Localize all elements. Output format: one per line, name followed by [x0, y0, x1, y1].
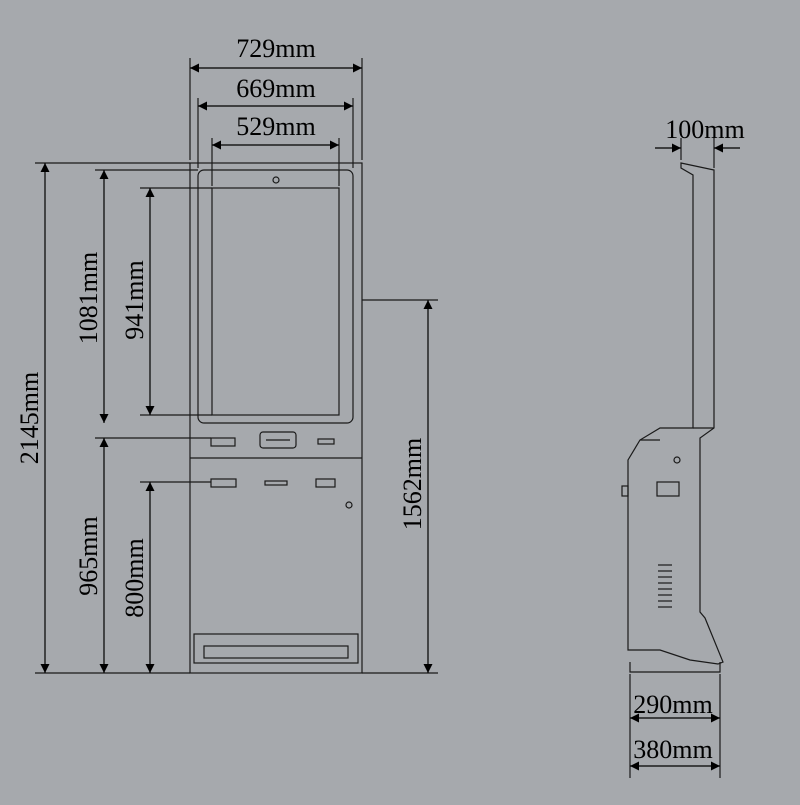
label-width-overall: 729mm [236, 34, 315, 63]
reader-slot [315, 478, 336, 488]
front-dimension-labels: 729mm 669mm 529mm 2145mm 1081mm 941mm 96… [15, 34, 427, 618]
label-width-screen: 529mm [236, 112, 315, 141]
label-height-overall: 2145mm [15, 372, 44, 464]
cabinet-outline [189, 162, 363, 674]
keypad [259, 431, 297, 449]
side-knob [621, 485, 629, 497]
label-depth-base: 290mm [633, 690, 712, 719]
bottom-drawer [193, 633, 359, 664]
coin-slot [264, 480, 288, 486]
label-height-base: 965mm [74, 516, 103, 595]
vent-grille [658, 564, 672, 608]
side-dimension-arrows [630, 143, 740, 771]
front-dimension-arrows [40, 63, 433, 673]
slot-right [317, 438, 335, 445]
label-depth-top: 100mm [665, 115, 744, 144]
screen [211, 187, 340, 416]
label-height-screen: 941mm [120, 260, 149, 339]
side-profile [627, 162, 724, 665]
base-foot [629, 662, 721, 673]
side-card-reader [656, 481, 680, 497]
side-screw-icon [673, 456, 681, 464]
label-depth-total: 380mm [633, 735, 712, 764]
camera-icon [272, 176, 280, 184]
card-slot-left [210, 437, 236, 447]
front-view [35, 58, 438, 674]
screen-bezel [197, 169, 354, 424]
label-height-mid: 1562mm [398, 438, 427, 530]
label-height-lower: 1081mm [74, 252, 103, 344]
lock-icon [345, 501, 353, 509]
side-view [621, 138, 724, 778]
label-height-counter: 800mm [120, 538, 149, 617]
receipt-slot [210, 478, 237, 488]
drawer-slot [203, 645, 349, 659]
side-dimension-labels: 100mm 290mm 380mm [633, 115, 744, 764]
label-width-body: 669mm [236, 74, 315, 103]
